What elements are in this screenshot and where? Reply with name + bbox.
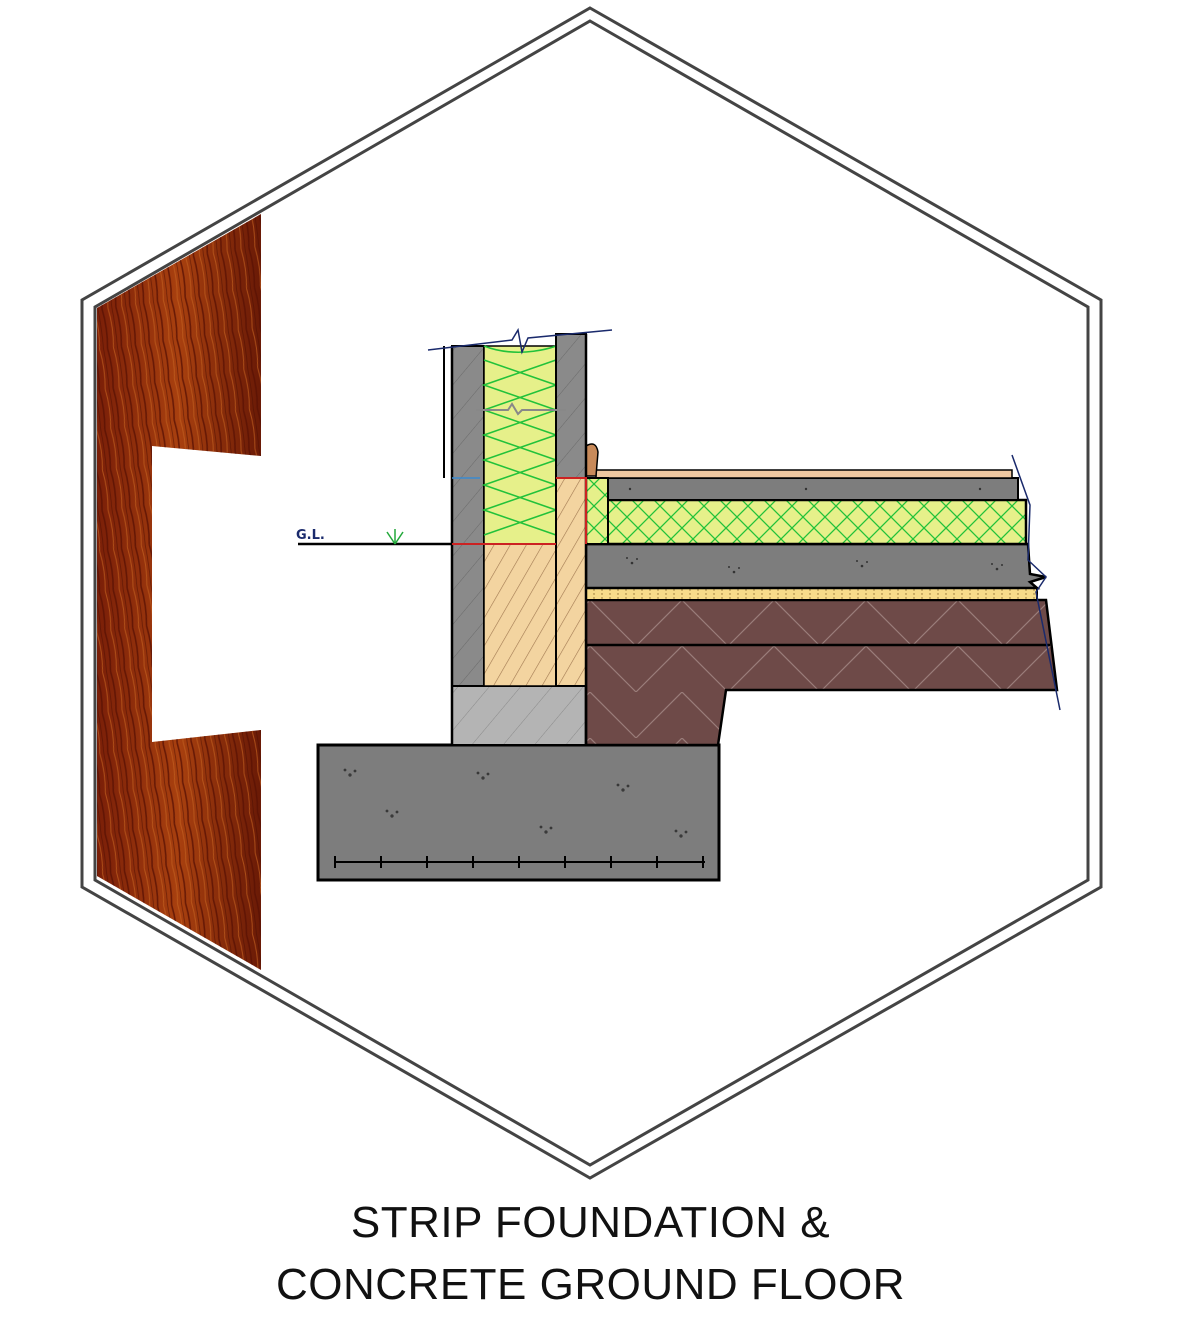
wall-tie	[476, 402, 566, 416]
insulation-zigzag	[481, 345, 559, 536]
sand-blinding	[585, 587, 1038, 601]
damp-proof-course	[452, 477, 587, 545]
foundation-section: G.L.	[296, 327, 1061, 882]
break-line-icon	[427, 327, 613, 355]
floor-finish	[595, 469, 1013, 479]
concrete-slab	[584, 542, 1047, 590]
foundation-blockwork	[451, 685, 587, 746]
inner-leaf-upper	[555, 333, 587, 479]
floor-insulation	[584, 498, 1028, 546]
inner-leaf-lower	[555, 477, 587, 687]
ground-level-label: G.L.	[296, 528, 325, 543]
wood-texture-swatch	[97, 214, 261, 970]
cavity-fill-lower	[483, 543, 557, 687]
hexagon-frame-outer	[80, 6, 1103, 1180]
footing-aggregate	[343, 768, 688, 838]
caption-line-1: STRIP FOUNDATION &	[350, 1198, 831, 1247]
grass-icon	[386, 529, 404, 545]
skirting	[585, 443, 599, 477]
edge-insulation	[585, 477, 609, 545]
outer-leaf	[451, 345, 485, 687]
diagram-caption: STRIP FOUNDATION & CONCRETE GROUND FLOOR	[0, 1192, 1181, 1316]
hardcore-fill	[584, 598, 1059, 747]
caption-line-2: CONCRETE GROUND FLOOR	[276, 1260, 905, 1309]
hexagon-frame-inner	[93, 19, 1090, 1167]
slab-aggregate	[626, 557, 1003, 574]
floor-screed	[607, 477, 1019, 501]
